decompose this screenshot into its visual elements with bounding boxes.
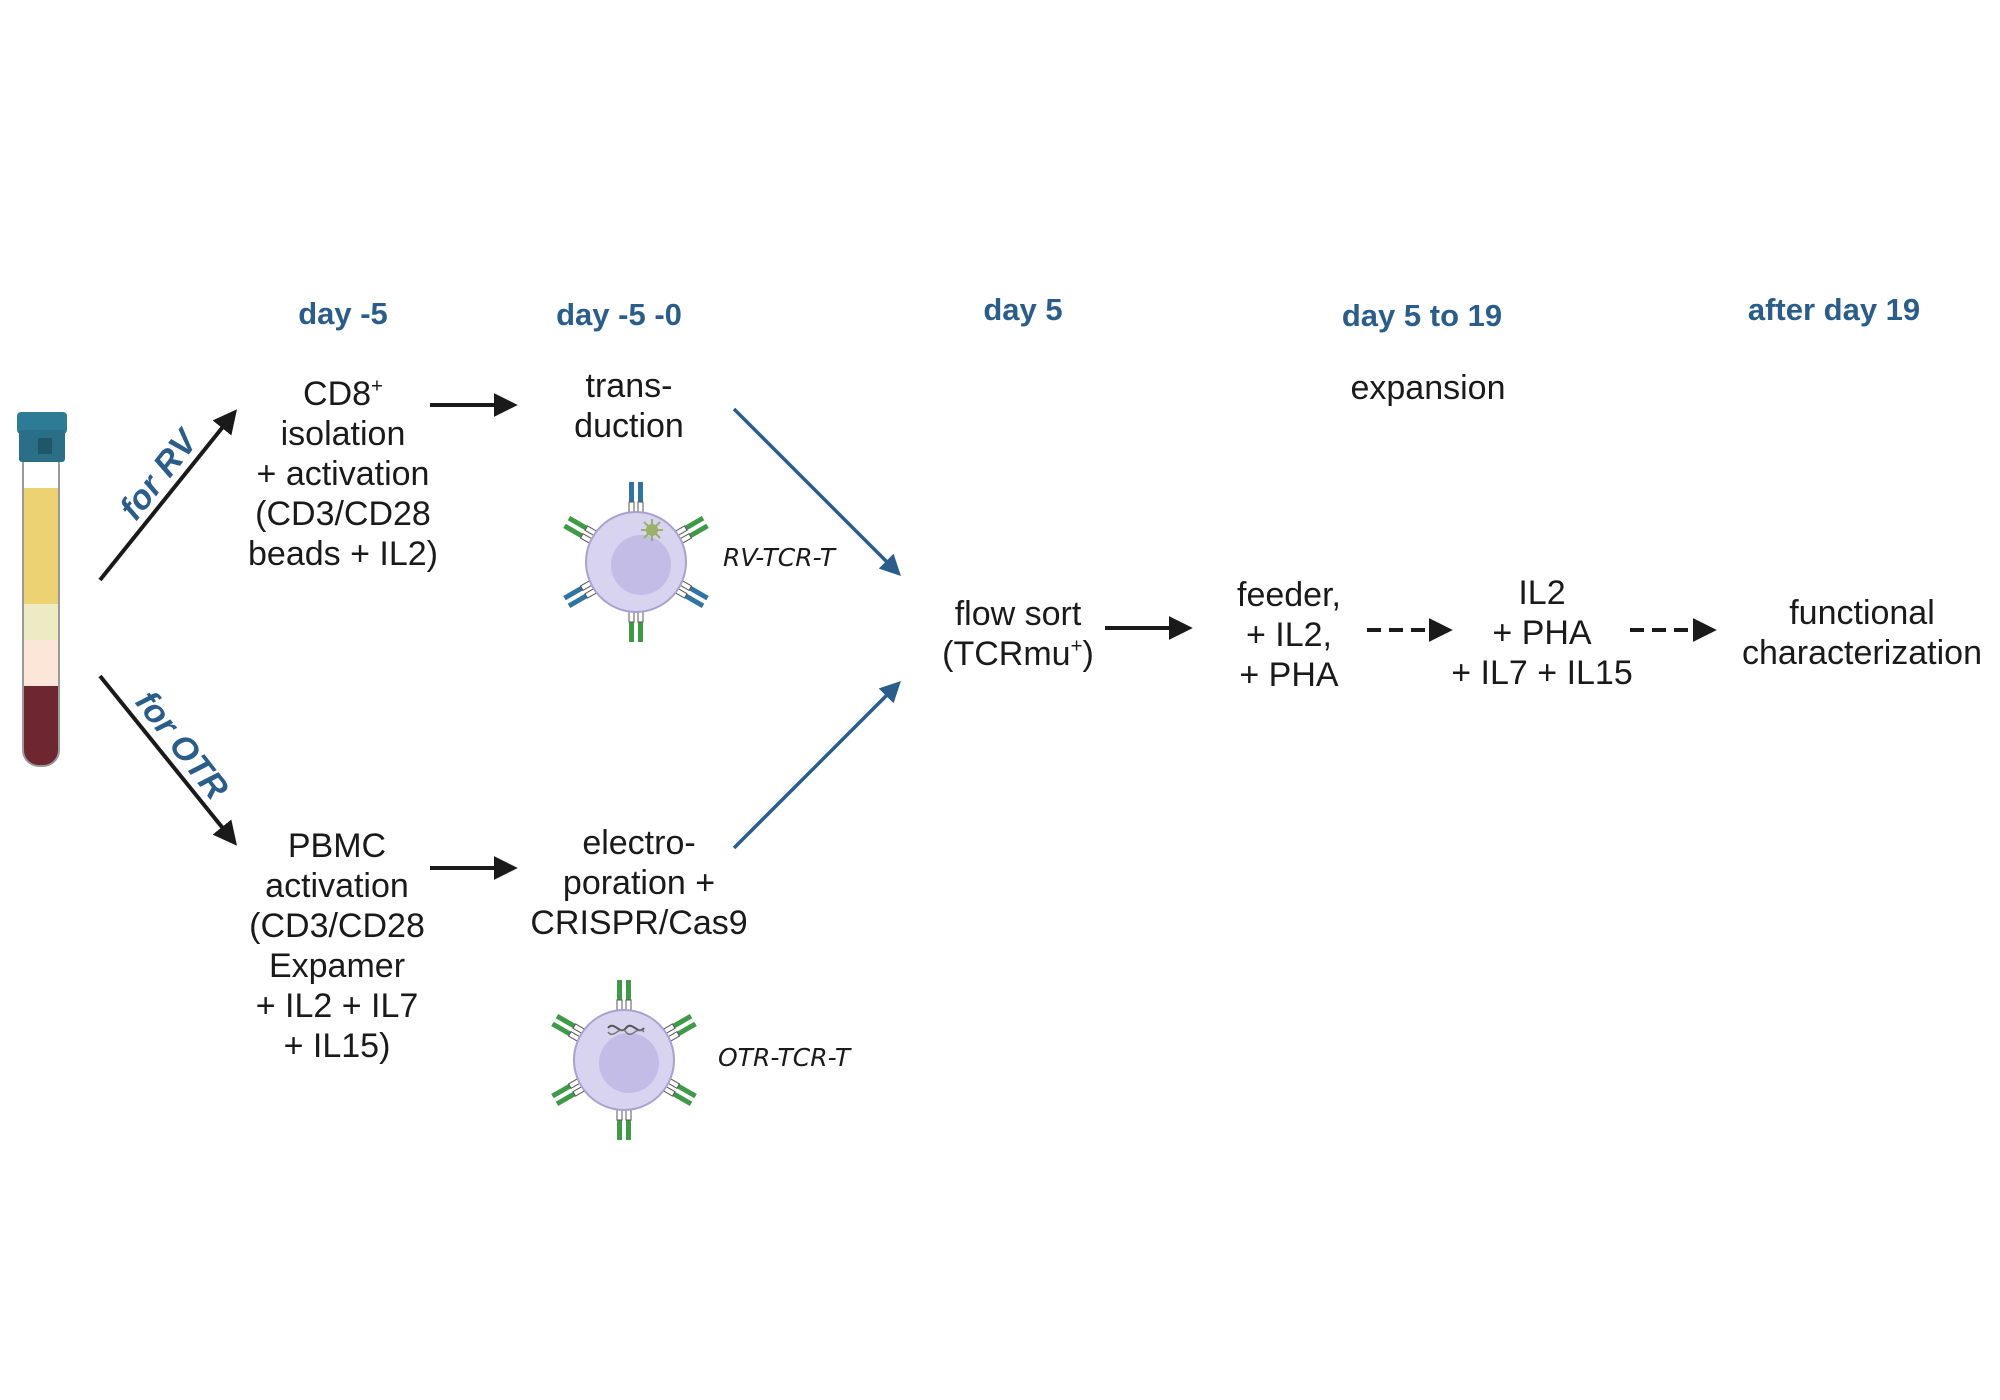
step-il2-pha: IL2 + PHA + IL7 + IL15 bbox=[1451, 574, 1633, 692]
header-day5: day 5 bbox=[983, 292, 1063, 327]
header-day-minus5-0: day -5 -0 bbox=[556, 297, 682, 332]
rv-t-cell-icon bbox=[562, 481, 710, 643]
step-electroporation: electro- poration + CRISPR/Cas9 bbox=[530, 824, 748, 942]
arrow-to-otr bbox=[98, 674, 238, 846]
step-flow-sort: flow sort (TCRmu+) bbox=[942, 595, 1094, 673]
step-feeder: feeder, + IL2, + PHA bbox=[1237, 576, 1341, 694]
header-after-day19: after day 19 bbox=[1747, 292, 1921, 327]
otr-t-cell-icon bbox=[550, 979, 698, 1141]
arrow-electroporation-to-flowsort bbox=[732, 681, 901, 850]
blood-tube-icon bbox=[17, 412, 67, 767]
header-day5-19: day 5 to 19 bbox=[1341, 298, 1503, 333]
header-day-minus5: day -5 bbox=[298, 296, 388, 331]
step-cd8-isolation: CD8+ isolation + activation (CD3/CD28 be… bbox=[248, 375, 438, 573]
arrow-to-rv bbox=[98, 409, 238, 582]
step-pbmc-activation: PBMC activation (CD3/CD28 Expamer + IL2 … bbox=[249, 827, 425, 1065]
label-otr-tcr-t: OTR-TCR-T bbox=[718, 1043, 851, 1072]
step-transduction: trans- duction bbox=[574, 367, 684, 445]
label-rv-tcr-t: RV-TCR-T bbox=[723, 543, 836, 572]
step-functional-characterization: functional characterization bbox=[1741, 594, 1983, 672]
step-expansion: expansion bbox=[1350, 369, 1506, 407]
arrow-transduction-to-flowsort bbox=[732, 407, 901, 576]
